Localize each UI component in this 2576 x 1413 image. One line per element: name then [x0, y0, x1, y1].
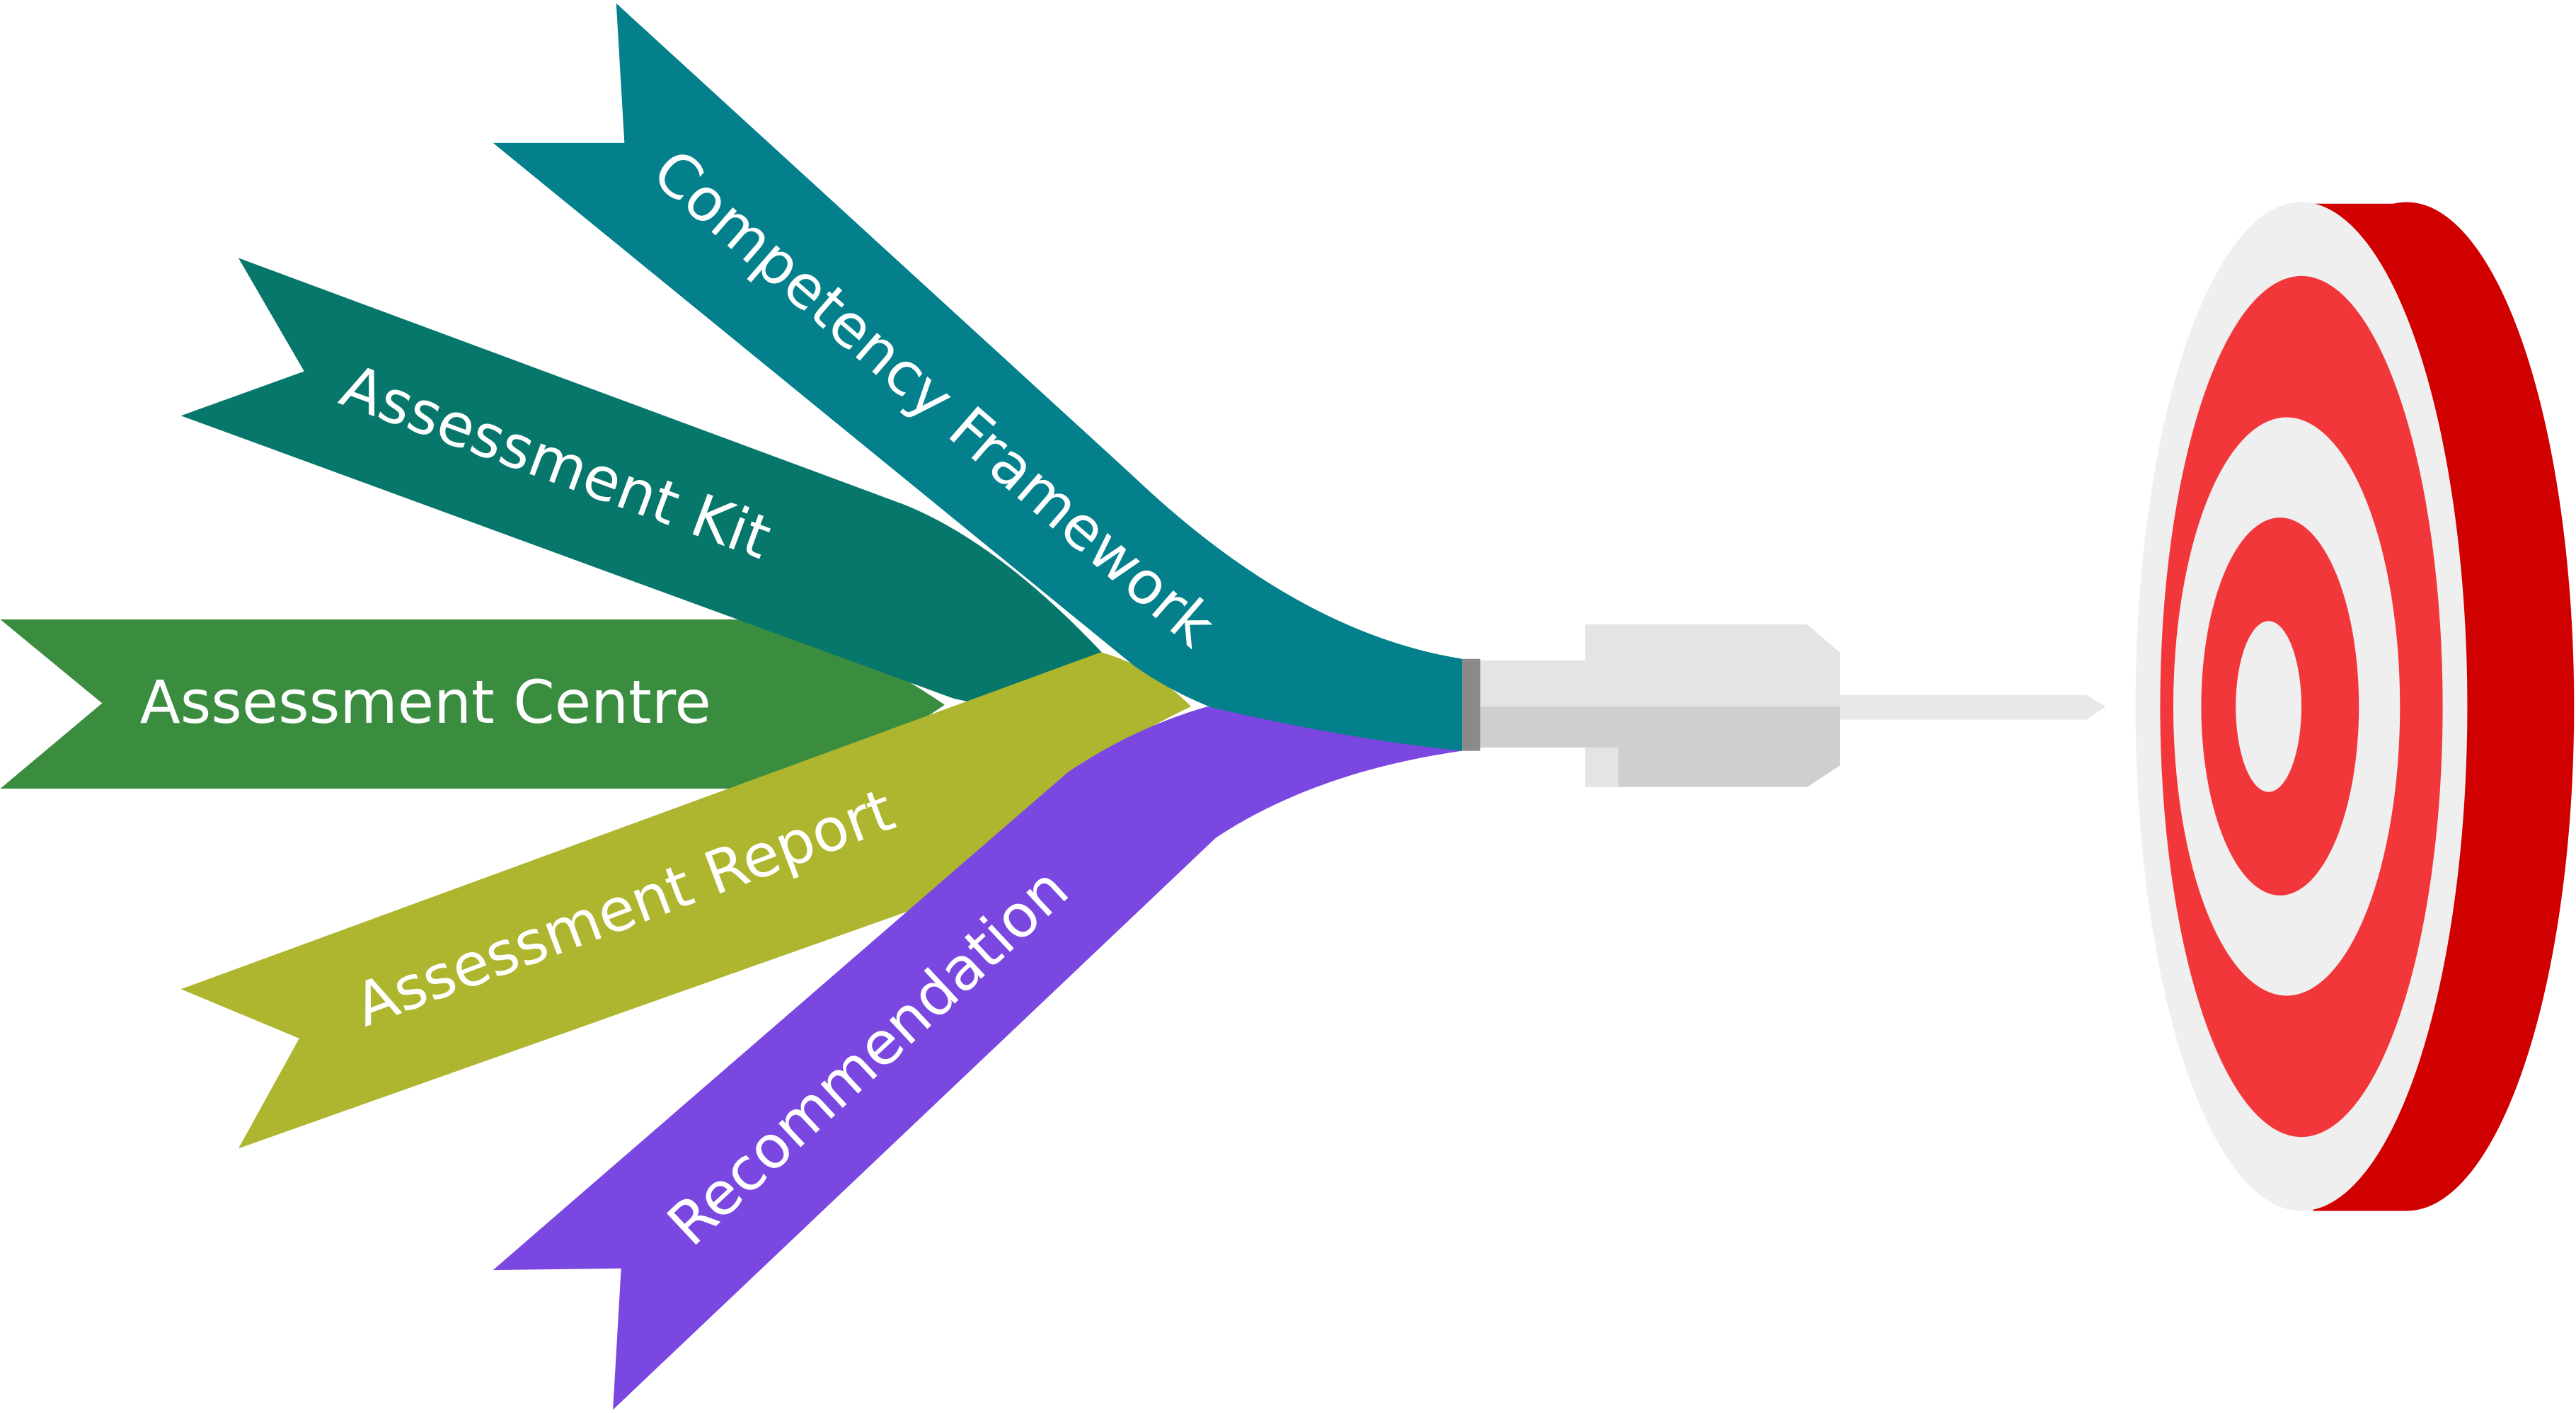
ribbon-competency-framework-shape [493, 3, 1463, 751]
dart-needle [1839, 694, 2106, 720]
ribbon-assessment-centre: Assessment Centre [0, 619, 945, 789]
ribbon-assessment-kit-shape [180, 258, 1151, 710]
ribbon-assessment-centre-label: Assessment Centre [140, 668, 711, 737]
ribbon-assessment-centre-shape [0, 619, 945, 789]
dart-barrel-shade [1478, 706, 1840, 787]
target [2135, 202, 2575, 1211]
dart-collar [1462, 658, 1480, 751]
target-bullseye [2236, 621, 2302, 792]
dart [1462, 624, 2106, 787]
ribbon-recommendation-shape [493, 706, 1463, 1410]
ribbon-assessment-report-shape [180, 652, 1192, 1149]
